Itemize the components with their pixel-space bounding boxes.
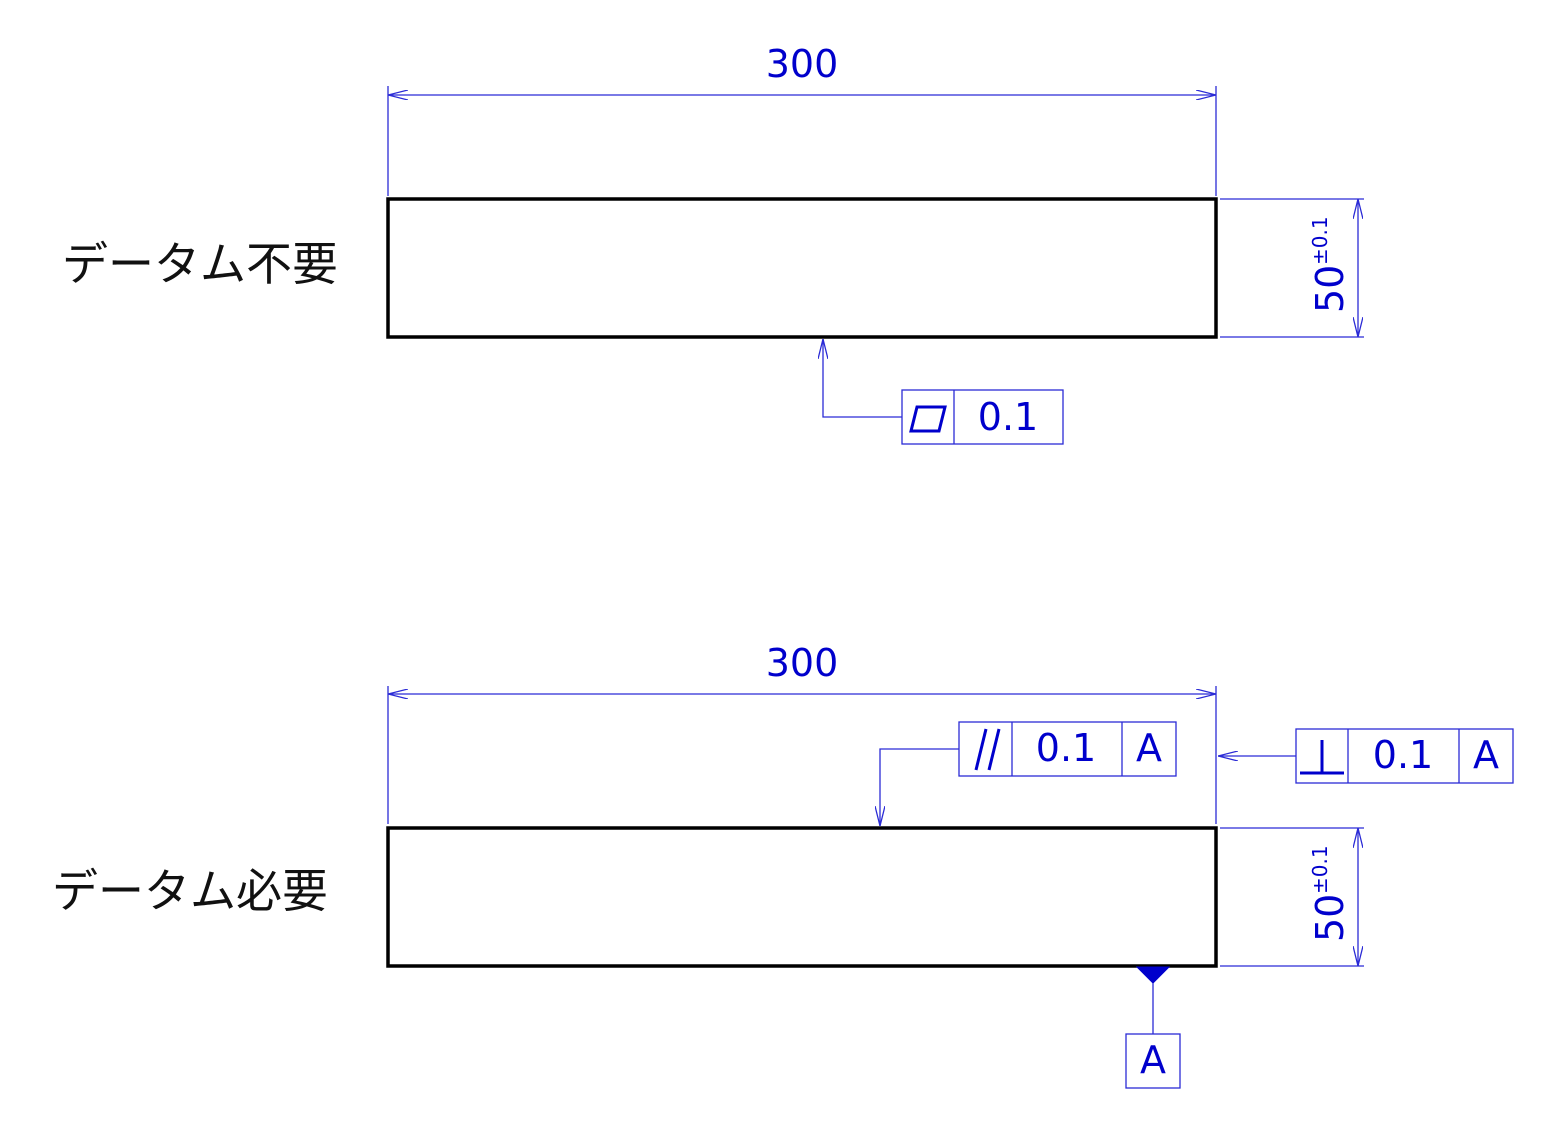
top-height-value: 50 <box>1308 265 1352 313</box>
bottom-height-tolerance: ±0.1 <box>1308 845 1332 894</box>
parallel-fcf-value: 0.1 <box>1036 726 1096 770</box>
parallel-fcf-leader <box>880 748 959 826</box>
bottom-width-value: 300 <box>766 641 839 685</box>
parallelogram-icon <box>909 405 947 433</box>
perpendicularity-icon <box>1300 740 1344 775</box>
top-feature-control-frame: 0.1 <box>901 389 1064 445</box>
datum-feature-symbol: A <box>1125 966 1181 1089</box>
perpendicular-feature-control-frame: 0.1 A <box>1295 728 1514 784</box>
datum-triangle-icon <box>1135 966 1171 984</box>
top-width-dimension: 300 <box>387 42 1217 196</box>
top-height-tolerance: ±0.1 <box>1308 216 1332 265</box>
bottom-width-dimension: 300 <box>387 641 1217 824</box>
fcf-frame <box>958 721 1177 777</box>
datum-label: A <box>1140 1038 1166 1082</box>
parallel-fcf-datum: A <box>1136 726 1162 770</box>
top-fcf-leader <box>823 339 902 418</box>
parallelism-icon <box>974 728 1001 771</box>
top-height-dimension: 50 ±0.1 <box>1220 198 1364 338</box>
perpendicular-fcf-datum: A <box>1473 733 1499 777</box>
top-part-outline <box>386 197 1218 339</box>
bottom-panel: データム必要 300 50 ±0.1 <box>52 641 1514 1089</box>
datum-box <box>1125 1033 1181 1089</box>
bottom-part-outline <box>386 826 1218 968</box>
fcf-frame <box>1295 728 1514 784</box>
fcf-frame <box>901 389 1064 445</box>
perpendicular-fcf-value: 0.1 <box>1373 733 1433 777</box>
top-panel: データム不要 300 50 ±0.1 0.1 <box>62 42 1364 445</box>
bottom-panel-label: データム必要 <box>52 864 328 918</box>
top-fcf-value: 0.1 <box>978 395 1038 439</box>
bottom-height-dimension: 50 ±0.1 <box>1220 827 1364 967</box>
bottom-height-value: 50 <box>1308 894 1352 942</box>
top-width-value: 300 <box>766 42 839 86</box>
top-panel-label: データム不要 <box>62 237 338 291</box>
parallel-feature-control-frame: 0.1 A <box>958 721 1177 777</box>
